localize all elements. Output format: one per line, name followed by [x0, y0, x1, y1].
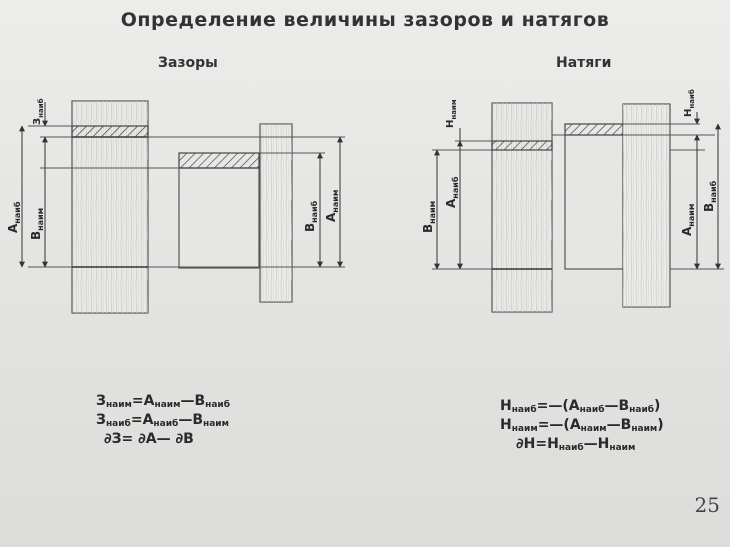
formula-z-naib: Знаиб=Анаиб—Внаим	[96, 412, 229, 429]
label-a-naim-left: Анаим	[324, 190, 340, 222]
page-title: Определение величины зазоров и натягов	[120, 9, 610, 31]
label-v-naib-left: Внаиб	[303, 200, 319, 232]
label-v-naim-right: Внаим	[421, 201, 437, 233]
formula-n-naib: Ннаиб=—(Анаиб—Внаиб)	[500, 398, 661, 415]
interference-drawing: Ннаим Внаим Анаиб Ннаиб Анаим Внаиб	[421, 89, 724, 313]
label-a-naim-right: Анаим	[680, 204, 696, 236]
label-z-naib: Знаиб	[32, 98, 45, 125]
formula-z-naim: Знаим=Анаим—Внаиб	[96, 393, 231, 410]
page-number: 25	[694, 493, 720, 517]
label-n-naib: Ннаиб	[683, 89, 696, 117]
right-hatched-tolerance-b	[564, 123, 624, 136]
right-middle-block	[564, 134, 624, 270]
right-hatched-tolerance-a	[491, 140, 553, 151]
label-v-naib-right: Внаиб	[702, 180, 718, 212]
label-a-naib-left: Анаиб	[6, 201, 22, 233]
label-v-naim-left: Внаим	[29, 208, 45, 240]
label-n-naim: Ннаим	[445, 99, 458, 128]
clearances-heading: Зазоры	[158, 55, 218, 71]
label-a-naib-right: Анаиб	[444, 176, 460, 208]
interference-heading: Натяги	[556, 55, 612, 71]
formula-tolerance-n: ∂Н=Ннаиб—Ннаим	[516, 436, 636, 453]
formula-n-naim: Ннаим=—(Анаим—Внаим)	[500, 417, 664, 434]
clearance-drawing: Анаиб Внаим Знаиб Внаиб Анаим	[6, 98, 345, 314]
left-hatched-tolerance-a	[71, 125, 149, 138]
formula-tolerance-z: ∂З= ∂А— ∂В	[104, 431, 194, 447]
left-middle-block	[178, 167, 260, 269]
left-hatched-tolerance-b	[178, 152, 260, 169]
